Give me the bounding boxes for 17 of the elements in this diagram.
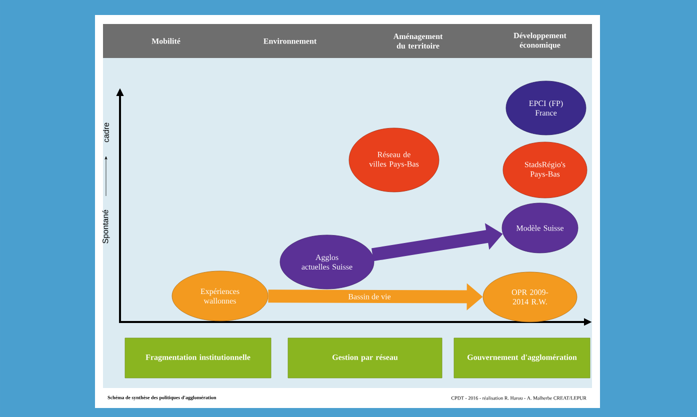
ellipse-node: Expériences wallonnes	[172, 270, 268, 322]
column-heading: Développement économique	[514, 32, 566, 50]
axis-label: Spontané	[102, 210, 110, 244]
ellipse-node: Agglos actuelles Suisse	[280, 234, 374, 290]
column-heading: Mobilité	[152, 38, 180, 44]
column-heading: Aménagement du territoire	[393, 33, 443, 49]
category-box: Gouvernement d'agglomération	[454, 338, 590, 378]
edge-label: Bassin de vie	[348, 294, 391, 300]
ellipse-node: Modèle Suisse	[502, 202, 578, 254]
ellipse-node: EPCI (FP) France	[506, 80, 586, 136]
ellipse-node: StadsRégio's Pays-Bas	[502, 142, 588, 198]
axis-label: cadre	[103, 122, 109, 142]
category-box: Fragmentation institutionnelle	[124, 338, 272, 378]
ellipse-node: Réseau de villes Pays-Bas	[348, 128, 440, 192]
ellipse-node: OPR 2009-2014 R.W.	[482, 272, 578, 322]
column-heading: Environnement	[264, 38, 317, 44]
category-box: Gestion par réseau	[288, 338, 442, 378]
